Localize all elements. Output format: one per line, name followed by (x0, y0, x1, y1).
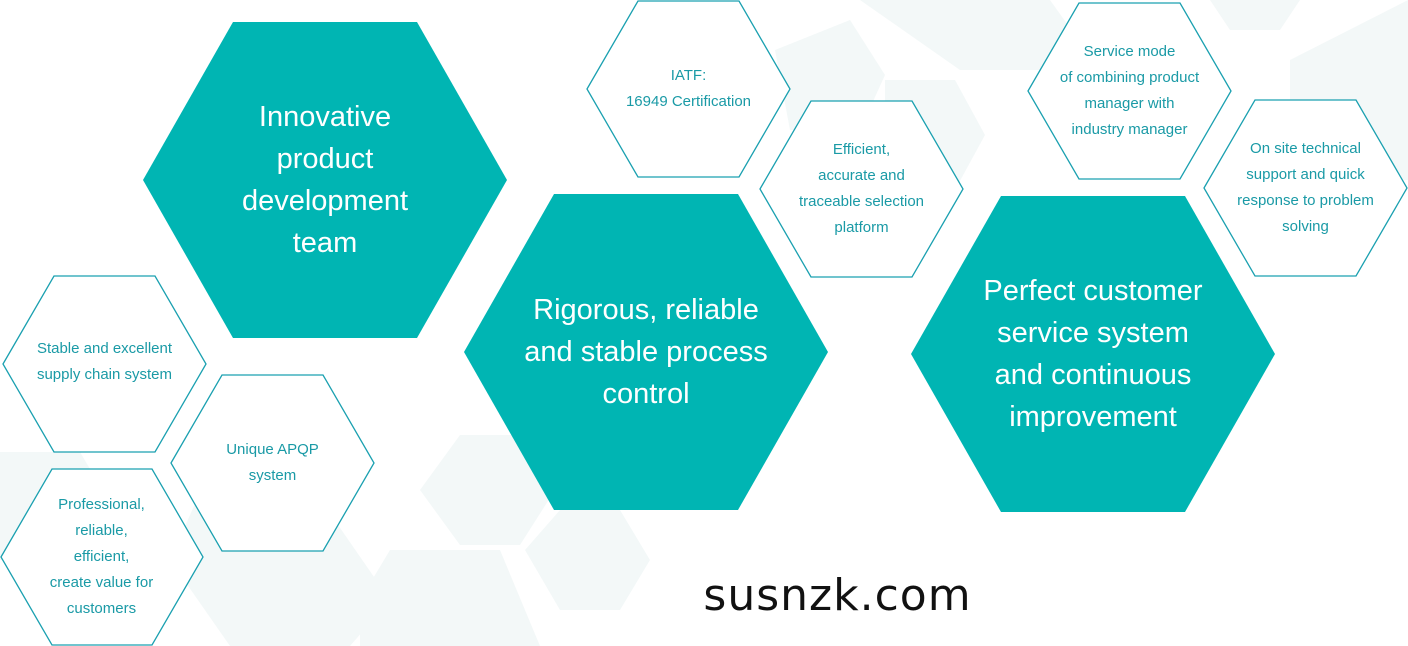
sub-hex-1-shape (2, 275, 207, 453)
bg-hex (360, 550, 540, 646)
bg-hex (420, 435, 555, 545)
sub-hex-supply-chain: Stable and excellent supply chain system (36, 340, 173, 383)
sub-hex-4-shape (586, 0, 791, 178)
sub-hex-onsite-support: On site technical support and quick resp… (1237, 140, 1374, 235)
sub-hex-professional: Professional, reliable, efficient, creat… (49, 496, 154, 617)
sub-hex-6-shape (1027, 2, 1232, 180)
website-watermark: susnzk.com (703, 570, 972, 621)
sub-hex-service-mode: Service mode of combining product manage… (1059, 43, 1200, 138)
main-hex-innovative-team: Innovative product development team (241, 101, 409, 259)
bg-hex (1210, 0, 1300, 30)
sub-hex-5-shape (759, 100, 964, 278)
sub-hex-selection-platform: Efficient, accurate and traceable select… (798, 141, 925, 236)
bg-hex (525, 510, 650, 610)
sub-hex-iatf: IATF: 16949 Certification (625, 67, 752, 110)
sub-hex-apqp: Unique APQP system (226, 441, 319, 484)
main-hex-2-shape (464, 194, 828, 510)
sub-hex-3-shape (0, 468, 204, 646)
sub-hex-7-shape (1203, 99, 1408, 277)
main-hex-1-shape (143, 22, 507, 338)
main-hex-3-shape (911, 196, 1275, 512)
main-hex-customer-service: Perfect customer service system and cont… (983, 275, 1203, 433)
sub-hex-2-shape (170, 374, 375, 552)
bg-hex (860, 0, 1100, 70)
main-hex-process-control: Rigorous, reliable and stable process co… (524, 294, 768, 410)
